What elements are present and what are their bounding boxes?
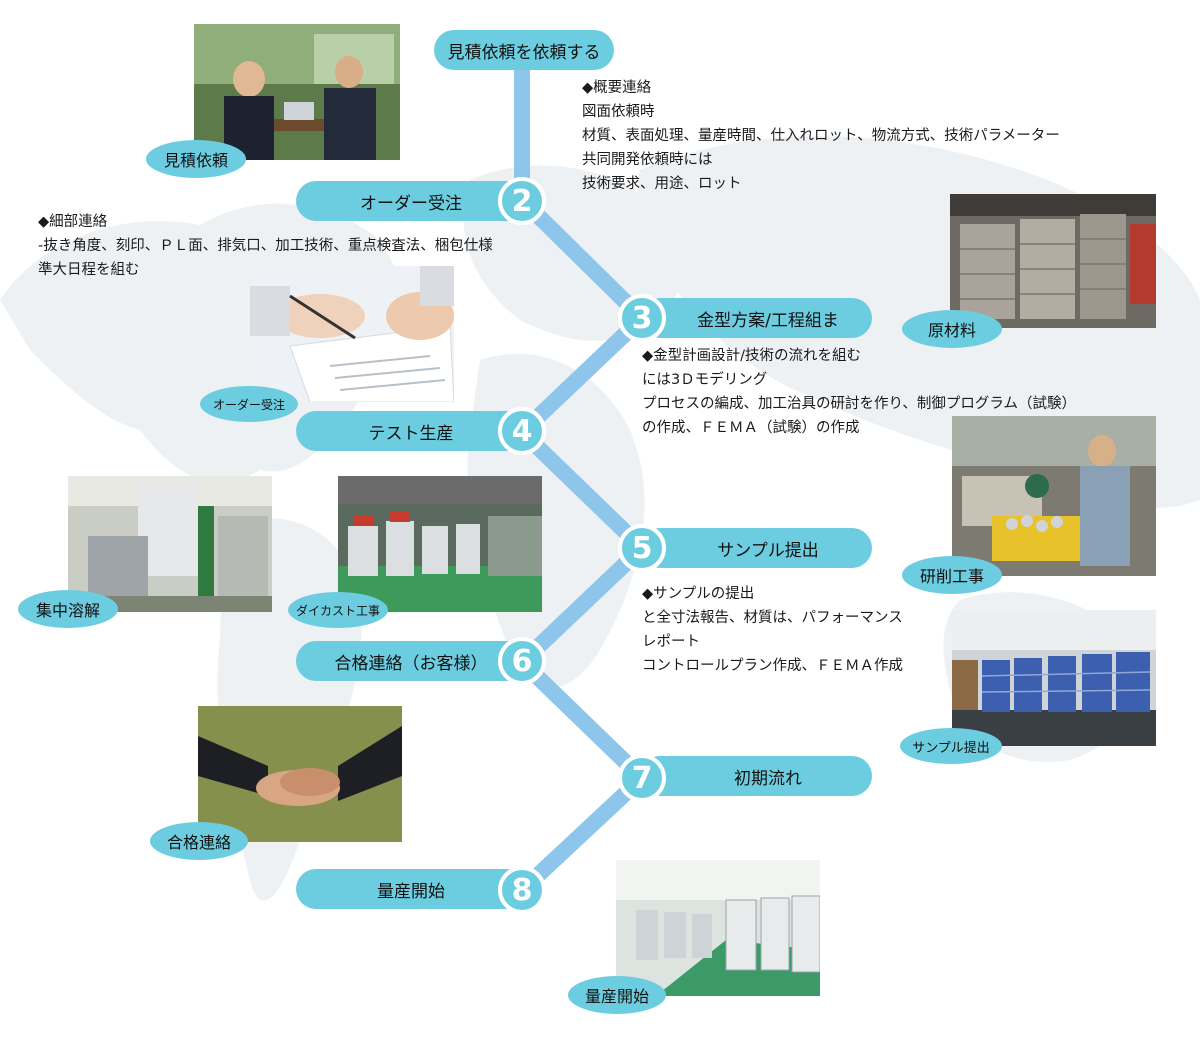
photo-tag-mass-production: 量産開始 — [568, 976, 666, 1014]
step-8-label: 量産開始 — [377, 881, 445, 902]
die-casting-photo — [338, 476, 542, 612]
step-5-pill: サンプル提出 — [640, 528, 872, 568]
step-4-pill: テスト生産 — [296, 411, 526, 451]
step-5-label: サンプル提出 — [717, 540, 819, 561]
step-4-label: テスト生産 — [368, 423, 454, 444]
step-2-pill: オーダー受注 — [296, 181, 526, 221]
grinding-photo — [952, 416, 1156, 576]
note-line: -抜き角度、刻印、ＰＬ面、排気口、加工技術、重点検査法、梱包仕様 — [38, 238, 493, 254]
photo-tag-raw-material: 原材料 — [902, 310, 1002, 348]
step-8-number: 8 — [498, 866, 546, 914]
step-7-label: 初期流れ — [734, 768, 802, 789]
photo-tag-grinding: 研削工事 — [902, 556, 1002, 594]
handshake-photo — [198, 706, 402, 842]
note-line: と全寸法報告、材質は、パフォーマンス — [642, 610, 903, 626]
step-3-label: 金型方案/工程組ま — [697, 310, 839, 331]
sample-crates-photo — [952, 610, 1156, 746]
raw-material-photo — [950, 194, 1156, 328]
photo-tag-sample: サンプル提出 — [900, 728, 1002, 764]
note-line: には3Ｄモデリング — [642, 372, 768, 388]
step-3-pill: 金型方案/工程組ま — [640, 298, 872, 338]
note-sample: ◆サンプルの提出 と全寸法報告、材質は、パフォーマンス レポート コントロールプ… — [642, 582, 903, 678]
step-6-pill: 合格連絡（お客様） — [296, 641, 526, 681]
photo-tag-melting: 集中溶解 — [18, 590, 118, 628]
step-6-number: 6 — [498, 637, 546, 685]
note-line: ◆金型計画設計/技術の流れを組む — [642, 348, 862, 364]
note-mold-plan: ◆金型計画設計/技術の流れを組む には3Ｄモデリング プロセスの編成、加工治具の… — [642, 344, 1076, 440]
note-line: 共同開発依頼時には — [582, 152, 713, 168]
note-line: 材質、表面処理、量産時間、仕入れロット、物流方式、技術パラメーター — [582, 128, 1060, 144]
photo-tag-order: オーダー受注 — [200, 386, 298, 422]
step-3-number: 3 — [618, 294, 666, 342]
note-line: 技術要求、用途、ロット — [582, 176, 742, 192]
melting-furnace-photo — [68, 476, 272, 612]
note-line: コントロールプラン作成、ＦＥＭＡ作成 — [642, 658, 903, 674]
step-2-label: オーダー受注 — [360, 193, 462, 214]
photo-tag-estimate: 見積依頼 — [146, 140, 246, 178]
note-details: ◆細部連絡 -抜き角度、刻印、ＰＬ面、排気口、加工技術、重点検査法、梱包仕様 準… — [38, 210, 493, 282]
step-7-number: 7 — [618, 754, 666, 802]
business-meeting-photo — [194, 24, 400, 160]
note-line: レポート — [642, 634, 700, 650]
note-line: の作成、ＦＥＭＡ（試験）の作成 — [642, 420, 860, 436]
step-8-pill: 量産開始 — [296, 869, 526, 909]
step-7-pill: 初期流れ — [640, 756, 872, 796]
note-overview: ◆概要連絡 図面依頼時 材質、表面処理、量産時間、仕入れロット、物流方式、技術パ… — [582, 76, 1060, 196]
step-4-number: 4 — [498, 407, 546, 455]
signing-contract-photo — [250, 266, 454, 402]
step-5-number: 5 — [618, 524, 666, 572]
step-1-label: 見積依頼を依頼する — [447, 42, 601, 63]
step-6-label: 合格連絡（お客様） — [334, 653, 488, 674]
step-2-number: 2 — [498, 177, 546, 225]
photo-tag-die-casting: ダイカスト工事 — [288, 592, 388, 628]
production-line-photo — [616, 860, 820, 996]
note-line: ◆サンプルの提出 — [642, 586, 755, 602]
note-line: 図面依頼時 — [582, 104, 655, 120]
note-line: 準大日程を組む — [38, 262, 140, 278]
note-line: プロセスの編成、加工治具の研討を作り、制御プログラム（試験） — [642, 396, 1076, 412]
note-line: ◆細部連絡 — [38, 214, 108, 230]
step-1-pill: 見積依頼を依頼する — [434, 30, 614, 70]
photo-tag-approval: 合格連絡 — [150, 822, 248, 860]
note-line: ◆概要連絡 — [582, 80, 652, 96]
